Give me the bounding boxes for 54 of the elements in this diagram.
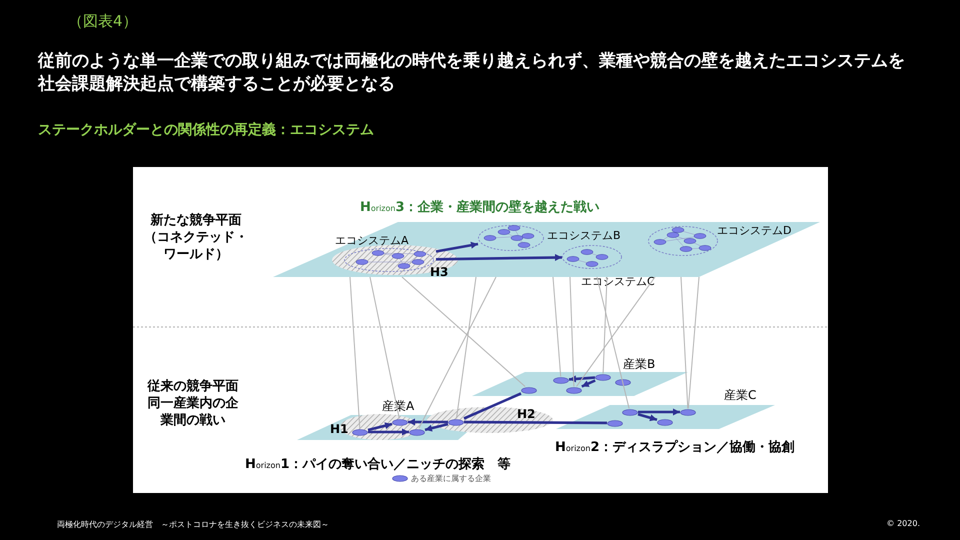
company-dot (521, 386, 537, 394)
arrow (408, 418, 448, 426)
arrow (436, 242, 478, 253)
copyright-text: © 2020. (886, 519, 920, 528)
company-dot (409, 428, 425, 436)
arrow (638, 408, 680, 416)
industry-label: 産業C (724, 389, 756, 402)
ecosystem-label: エコシステムA (335, 234, 409, 247)
connector-line (570, 276, 574, 387)
arrow (568, 375, 596, 382)
connector-line (602, 276, 608, 374)
industry-label: 産業A (382, 400, 414, 413)
company-dot (680, 408, 696, 416)
ecosystem-label: エコシステムB (547, 229, 621, 242)
connector-line (552, 276, 562, 377)
connector-line (464, 420, 607, 424)
company-dot (566, 386, 582, 394)
arrow (424, 422, 448, 432)
connector-line (688, 276, 700, 409)
connector-line (456, 276, 476, 419)
company-dot (615, 378, 631, 386)
horizon-tag: H2 (517, 407, 536, 421)
arrow (368, 428, 409, 436)
arrow (581, 379, 596, 388)
title: 従前のような単一企業での取り組みでは両極化の時代を乗り越えられず、業種や競合の壁を越えたエコシステムを社会課題解決起点で構築することが必要となる (38, 50, 906, 96)
connector-line (350, 276, 360, 429)
connector-line (370, 276, 400, 419)
plane-description: 新たな競争平面（コネクテッド・ワールド） (143, 212, 249, 263)
footer-text: 両極化時代のデジタル経営 ～ポストコロナを生き抜くビジネスの未来図～ (57, 519, 329, 530)
arrow (436, 254, 562, 261)
horizon-tag: H1 (330, 422, 348, 436)
company-dot (607, 420, 623, 426)
connector-line (680, 276, 688, 409)
company-dot (657, 418, 673, 426)
arrow (638, 413, 658, 422)
ecosystem-label: エコシステムD (717, 224, 792, 237)
subtitle: ステークホルダーとの関係性の再定義：エコシステム (38, 121, 374, 139)
company-dot (553, 376, 569, 384)
connector-line (596, 276, 630, 409)
figure-number: （図表4） (68, 12, 138, 31)
company-dot (352, 428, 368, 436)
connector-line (402, 276, 526, 387)
horizon-tag: H3 (430, 265, 448, 279)
industry-label: 産業B (623, 358, 656, 371)
company-dot (392, 418, 408, 426)
plane-description: 従来の競争平面同一産業内の企業間の戦い (146, 378, 240, 429)
company-dot (622, 408, 638, 416)
company-dot (448, 418, 464, 426)
connector-line (576, 276, 656, 387)
connector-line (463, 392, 522, 420)
company-dot (595, 374, 611, 380)
connector-line (418, 276, 496, 429)
legend-text: ある産業に属する企業 (411, 473, 491, 484)
arrow (368, 422, 392, 432)
